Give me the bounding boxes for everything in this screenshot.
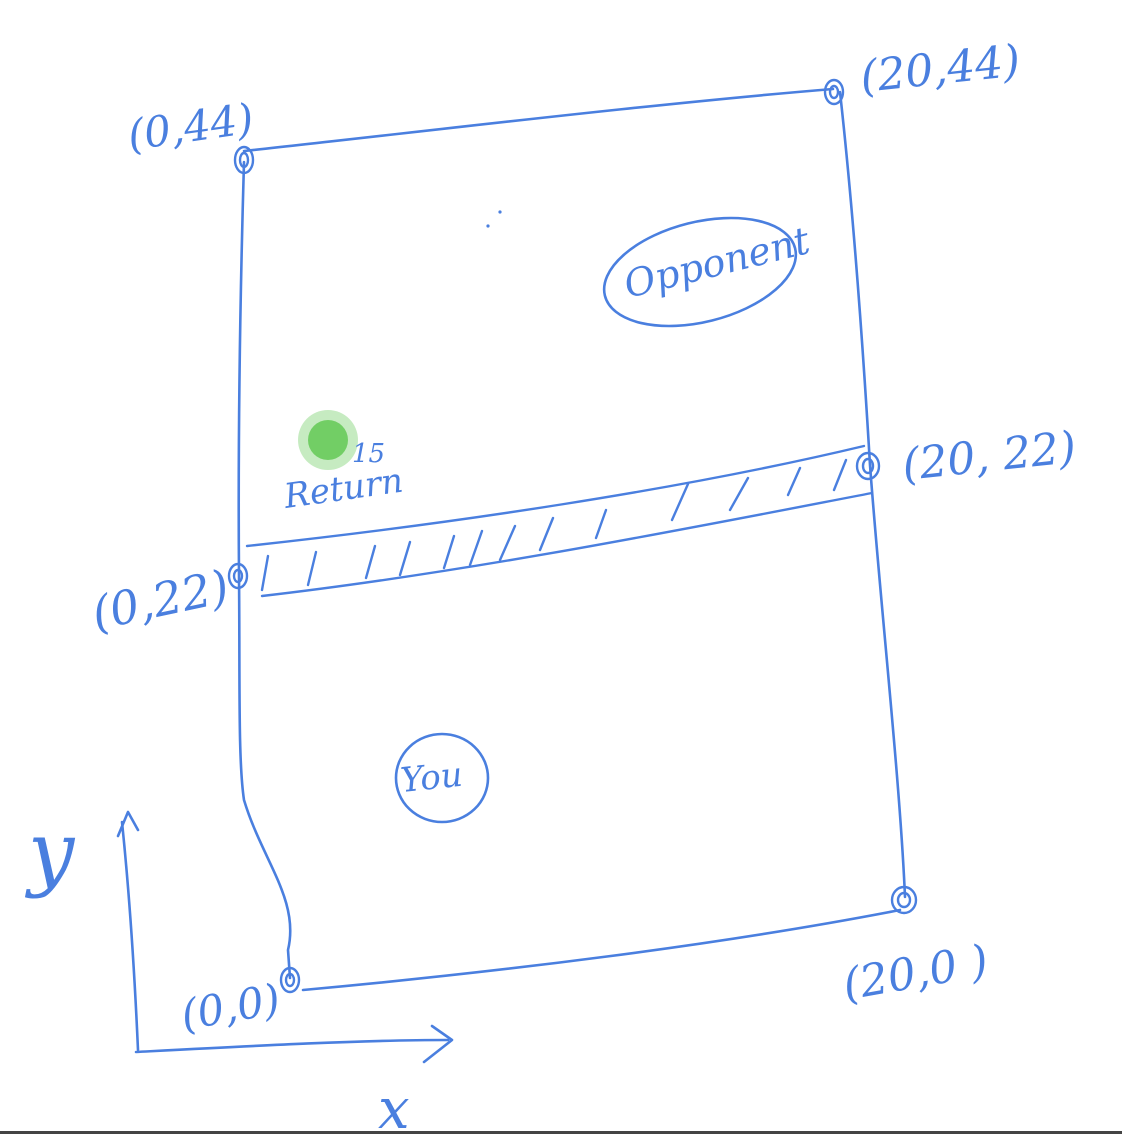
x-axis-label: x [378, 1077, 410, 1134]
y-axis-line [120, 820, 140, 1052]
corner-point-icon [890, 885, 918, 915]
corner-point-icon [227, 562, 249, 590]
corner-point-icon [279, 966, 301, 994]
corner-point-icon [855, 451, 881, 481]
court-right-edge [838, 90, 907, 899]
corner-points [227, 78, 918, 994]
court-left-edge [237, 160, 292, 980]
axes: y x [24, 805, 454, 1134]
court-outline [237, 87, 907, 992]
ball-core [308, 420, 348, 460]
corner-point-icon [233, 145, 255, 175]
y-axis-label: y [24, 805, 76, 900]
label-top-right: (20,44) [858, 35, 1023, 102]
label-mid-left: (0,22) [87, 559, 234, 641]
corner-labels: (0,44) (20,44) (0,22) (20, 22) (0,0) (20… [87, 35, 1078, 1039]
label-top-left: (0,44) [125, 94, 257, 160]
return-marker: 15 Return [281, 410, 406, 517]
axis-arrow-icon [422, 1024, 454, 1064]
bottom-rule [0, 1131, 1122, 1134]
opponent-circle [602, 216, 798, 328]
label-mid-right: (20, 22) [900, 422, 1079, 491]
you-circle [394, 732, 490, 824]
x-axis-line [134, 1038, 450, 1054]
label-bottom-left: (0,0) [177, 974, 284, 1040]
court-top-edge [242, 87, 835, 153]
net-top-line [245, 444, 866, 548]
corner-point-icon [823, 78, 845, 106]
opponent-label: Opponent [620, 218, 815, 307]
opponent-marker: Opponent [602, 216, 815, 328]
stray-dots [486, 210, 502, 228]
axis-arrow-icon [116, 810, 140, 838]
you-marker: You [394, 732, 490, 824]
you-label: You [399, 755, 465, 801]
net-band [245, 444, 874, 598]
label-bottom-right: (20,0 ) [839, 935, 992, 1011]
net-bottom-line [260, 491, 874, 598]
return-mark: 15 [352, 439, 385, 469]
return-label: Return [281, 461, 406, 517]
net-hatching [260, 458, 848, 592]
court-bottom-edge [301, 908, 902, 992]
